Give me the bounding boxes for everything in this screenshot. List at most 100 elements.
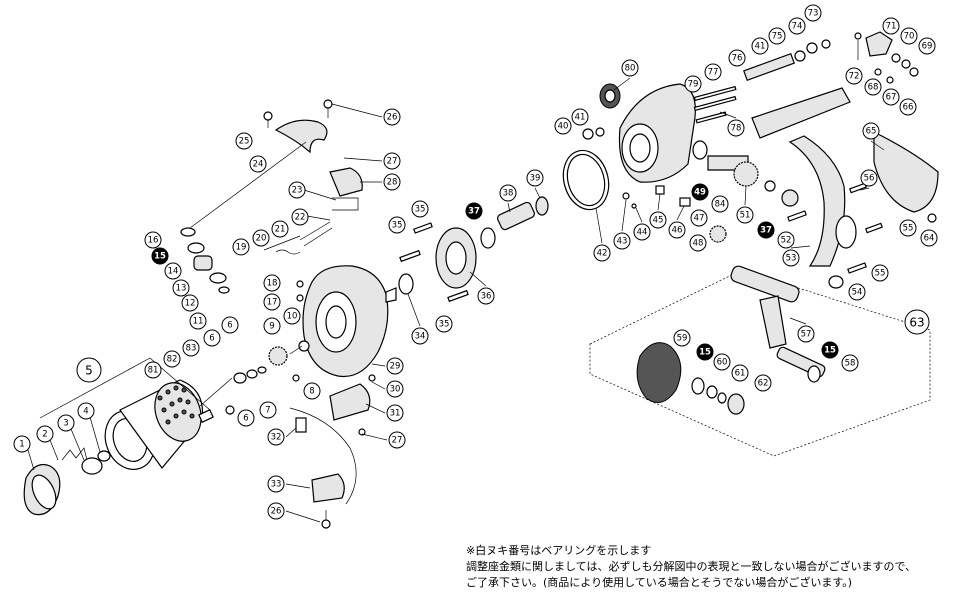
callout-number: 35 — [415, 205, 426, 215]
callout-15: 15 — [696, 343, 714, 361]
callout-circle — [862, 122, 880, 140]
callout-number: 13 — [176, 284, 187, 294]
callout-8: 8 — [303, 382, 321, 400]
callout-55: 55 — [899, 219, 917, 237]
callout-number: 65 — [866, 127, 877, 137]
callout-circle — [164, 262, 182, 280]
callout-circle — [232, 238, 250, 256]
callout-37: 37 — [757, 221, 775, 239]
callout-63: 63 — [904, 309, 930, 335]
callout-circle — [411, 327, 429, 345]
callout-56: 56 — [860, 169, 878, 187]
callout-circle — [728, 49, 746, 67]
callout-circle — [221, 316, 239, 334]
callout-circle — [411, 200, 429, 218]
callout-69: 69 — [918, 37, 936, 55]
callout-number: 14 — [168, 267, 179, 277]
callout-circle — [788, 17, 806, 35]
callout-14: 14 — [164, 262, 182, 280]
callout-number: 40 — [558, 122, 569, 132]
callout-circle — [690, 209, 708, 227]
callout-82: 82 — [163, 350, 181, 368]
callout-circle — [151, 247, 169, 265]
callout-number: 46 — [672, 226, 683, 236]
callout-circle — [267, 502, 285, 520]
callout-number: 81 — [148, 366, 159, 376]
callout-25: 25 — [235, 132, 253, 150]
callout-77: 77 — [704, 63, 722, 81]
callout-number: 49 — [694, 188, 706, 198]
callout-circle — [571, 108, 589, 126]
callout-circle — [291, 208, 309, 226]
callout-number: 47 — [694, 214, 705, 224]
callout-59: 59 — [673, 329, 691, 347]
callout-31: 31 — [386, 404, 404, 422]
callout-circle — [263, 293, 281, 311]
callout-number: 58 — [845, 359, 856, 369]
callout-number: 27 — [392, 436, 403, 446]
callout-number: 75 — [772, 32, 783, 42]
callout-27: 27 — [388, 431, 406, 449]
callout-37: 37 — [465, 202, 483, 220]
callout-60: 60 — [713, 353, 731, 371]
callout-26: 26 — [383, 108, 401, 126]
callout-number: 55 — [903, 224, 914, 234]
callout-number: 38 — [503, 189, 514, 199]
callout-circle — [871, 264, 889, 282]
callout-circle — [303, 382, 321, 400]
callout-6: 6 — [237, 409, 255, 427]
callout-number: 44 — [637, 228, 648, 238]
callout-62: 62 — [754, 374, 772, 392]
callout-number: 19 — [236, 243, 247, 253]
callout-circle — [288, 181, 306, 199]
callout-circle — [388, 216, 406, 234]
callout-number: 42 — [597, 249, 608, 259]
callout-number: 32 — [271, 433, 282, 443]
callout-circle — [860, 169, 878, 187]
callout-number: 70 — [904, 32, 915, 42]
callout-18: 18 — [263, 274, 281, 292]
callout-number: 15 — [699, 348, 711, 358]
callout-6: 6 — [203, 329, 221, 347]
callout-number: 79 — [688, 80, 699, 90]
callout-number: 62 — [758, 379, 769, 389]
callout-circle — [821, 341, 839, 359]
callout-circle — [182, 339, 200, 357]
callout-number: 64 — [924, 234, 935, 244]
callout-circle — [36, 425, 54, 443]
callout-circle — [554, 117, 572, 135]
callout-circle — [388, 431, 406, 449]
callout-1: 1 — [13, 435, 31, 453]
callout-9: 9 — [263, 317, 281, 335]
callout-number: 69 — [922, 42, 933, 52]
callout-circle — [172, 279, 190, 297]
callout-circle — [864, 78, 882, 96]
callout-number: 67 — [886, 93, 897, 103]
callout-number: 15 — [154, 252, 166, 262]
callout-41: 41 — [571, 108, 589, 126]
callout-number: 24 — [253, 160, 264, 170]
callout-circle — [283, 307, 301, 325]
callout-number: 84 — [715, 200, 726, 210]
callout-circle — [386, 357, 404, 375]
callout-84: 84 — [711, 195, 729, 213]
callout-number: 28 — [387, 178, 398, 188]
callout-circle — [465, 202, 483, 220]
callout-circle — [163, 350, 181, 368]
callout-circle — [383, 152, 401, 170]
callout-circle — [691, 183, 709, 201]
callout-number: 1 — [19, 440, 24, 450]
callout-number: 21 — [275, 225, 286, 235]
callout-circle — [263, 274, 281, 292]
callout-73: 73 — [804, 4, 822, 22]
callout-number: 31 — [390, 409, 401, 419]
callout-circle — [882, 88, 900, 106]
callout-circle — [882, 17, 900, 35]
callout-number: 20 — [256, 234, 267, 244]
callout-64: 64 — [920, 229, 938, 247]
callout-number: 80 — [625, 64, 636, 74]
callout-47: 47 — [690, 209, 708, 227]
callout-circle — [673, 329, 691, 347]
callout-number: 26 — [271, 507, 282, 517]
